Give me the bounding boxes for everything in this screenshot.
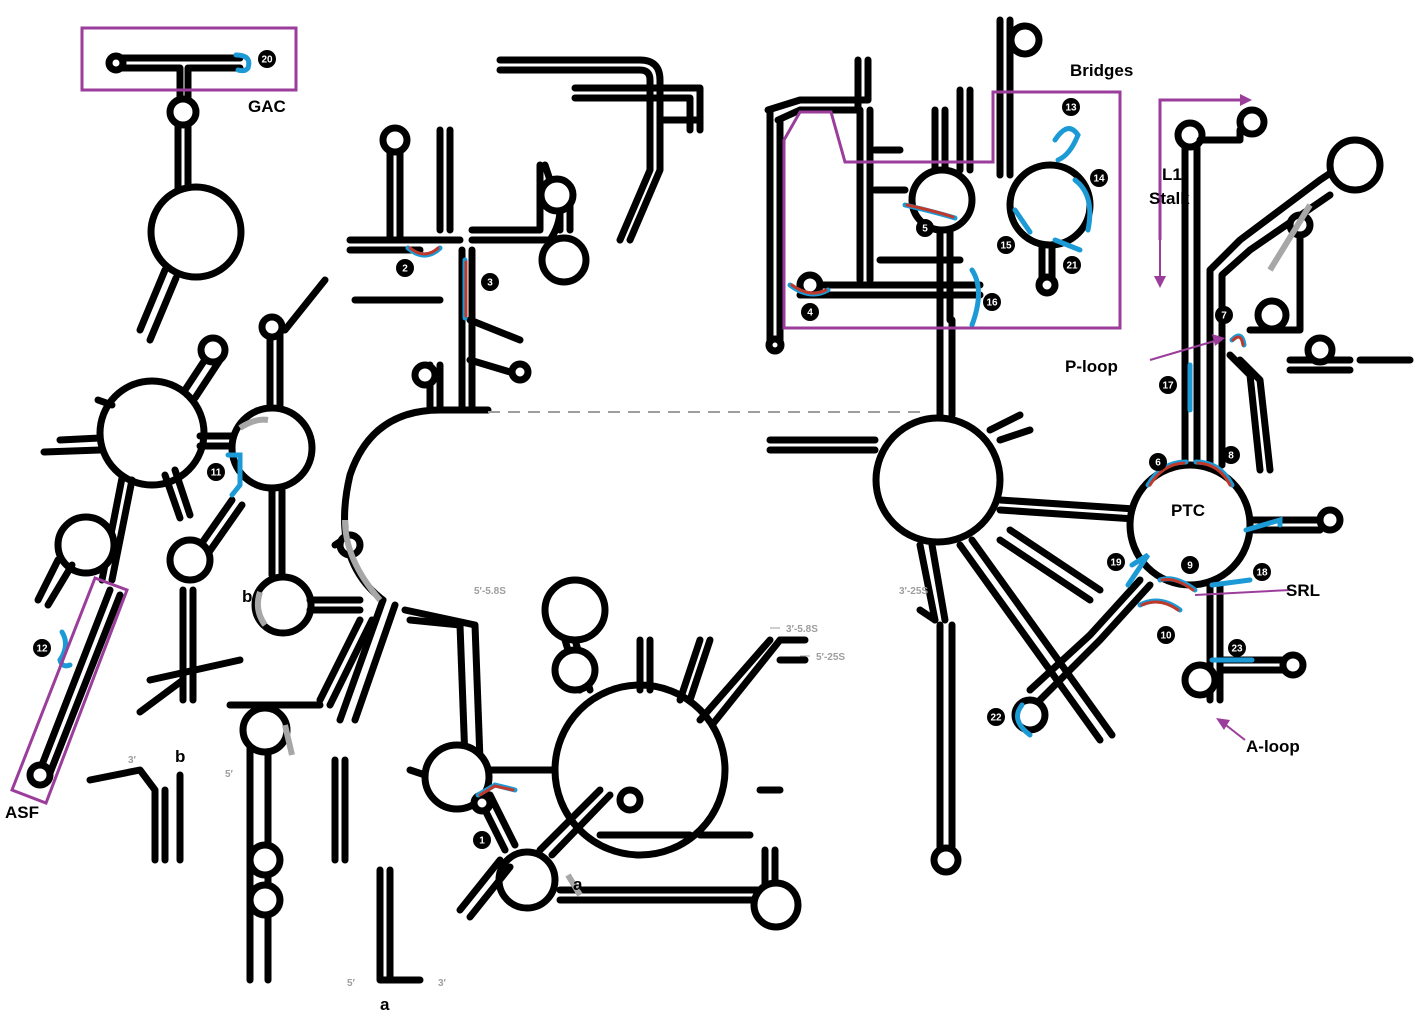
p-loop-label: P-loop xyxy=(1065,357,1118,376)
ptc-label: PTC xyxy=(1171,501,1205,520)
l1-stalk-arrowhead xyxy=(1240,94,1252,106)
marker-8-label: 8 xyxy=(1228,451,1234,462)
right-domain-structure xyxy=(768,20,1410,872)
marker-12-label: 12 xyxy=(36,644,48,655)
marker-21: 21 xyxy=(1063,256,1081,274)
marker-17: 17 xyxy=(1159,376,1177,394)
marker-4-label: 4 xyxy=(807,308,813,319)
marker-7-label: 7 xyxy=(1221,311,1227,322)
marker-19-label: 19 xyxy=(1110,558,1122,569)
marker-10: 10 xyxy=(1157,626,1175,644)
marker-15-label: 15 xyxy=(1000,241,1012,252)
marker-10-label: 10 xyxy=(1160,631,1172,642)
marker-12: 12 xyxy=(33,639,51,657)
l1-stalk-label-line2: Stalk xyxy=(1149,189,1190,208)
marker-2: 2 xyxy=(396,259,414,277)
marker-6-label: 6 xyxy=(1155,458,1161,469)
marker-18: 18 xyxy=(1253,563,1271,581)
marker-1: 1 xyxy=(473,831,491,849)
marker-16: 16 xyxy=(983,293,1001,311)
marker-20-label: 20 xyxy=(261,55,273,66)
a-three-prime-label: 3′ xyxy=(438,978,447,989)
marker-13: 13 xyxy=(1062,98,1080,116)
junction-a-label-upper: a xyxy=(573,875,583,894)
marker-14-label: 14 xyxy=(1093,174,1105,185)
a-loop-arrowhead xyxy=(1216,718,1230,730)
marker-17-label: 17 xyxy=(1162,381,1174,392)
marker-23-label: 23 xyxy=(1231,644,1243,655)
junction-b-label-left: b xyxy=(242,587,252,606)
a-loop-label: A-loop xyxy=(1246,737,1300,756)
marker-21-label: 21 xyxy=(1066,261,1078,272)
marker-8: 8 xyxy=(1222,446,1240,464)
marker-2-label: 2 xyxy=(402,264,408,275)
marker-5: 5 xyxy=(916,219,934,237)
marker-16-label: 16 xyxy=(986,298,998,309)
marker-1-label: 1 xyxy=(479,836,485,847)
junction-b-label-lower: b xyxy=(175,747,185,766)
marker-11: 11 xyxy=(207,463,225,481)
a-five-prime-label: 5′ xyxy=(347,978,356,989)
marker-22: 22 xyxy=(987,708,1005,726)
gac-label: GAC xyxy=(248,97,286,116)
five-prime-25s-label: 5′-25S xyxy=(816,652,845,663)
three-prime-25s-label: 3′-25S xyxy=(899,586,928,597)
marker-4: 4 xyxy=(801,303,819,321)
five-prime-58s-label: 5′-5.8S xyxy=(474,586,506,597)
marker-22-label: 22 xyxy=(990,713,1002,724)
b-five-prime-label: 5′ xyxy=(225,769,234,780)
marker-19: 19 xyxy=(1107,553,1125,571)
marker-15: 15 xyxy=(997,236,1015,254)
marker-5-label: 5 xyxy=(922,224,928,235)
three-prime-58s-label: 3′-5.8S xyxy=(786,624,818,635)
marker-18-label: 18 xyxy=(1256,568,1268,579)
b-three-prime-label: 3′ xyxy=(128,755,137,766)
marker-3: 3 xyxy=(481,273,499,291)
left-domain-structure xyxy=(30,56,805,980)
marker-14: 14 xyxy=(1090,169,1108,187)
marker-13-label: 13 xyxy=(1065,103,1077,114)
marker-6: 6 xyxy=(1149,453,1167,471)
srl-label: SRL xyxy=(1286,581,1320,600)
asf-label: ASF xyxy=(5,803,39,822)
marker-7: 7 xyxy=(1215,306,1233,324)
marker-23: 23 xyxy=(1228,639,1246,657)
marker-11-label: 11 xyxy=(211,468,222,479)
marker-9-label: 9 xyxy=(1187,561,1193,572)
marker-3-label: 3 xyxy=(487,278,493,289)
l1-stalk-label-line1: L1 xyxy=(1162,165,1182,184)
marker-20: 20 xyxy=(258,50,276,68)
marker-9: 9 xyxy=(1181,556,1199,574)
junction-a-label-lower: a xyxy=(380,995,390,1014)
bridges-label: Bridges xyxy=(1070,61,1133,80)
